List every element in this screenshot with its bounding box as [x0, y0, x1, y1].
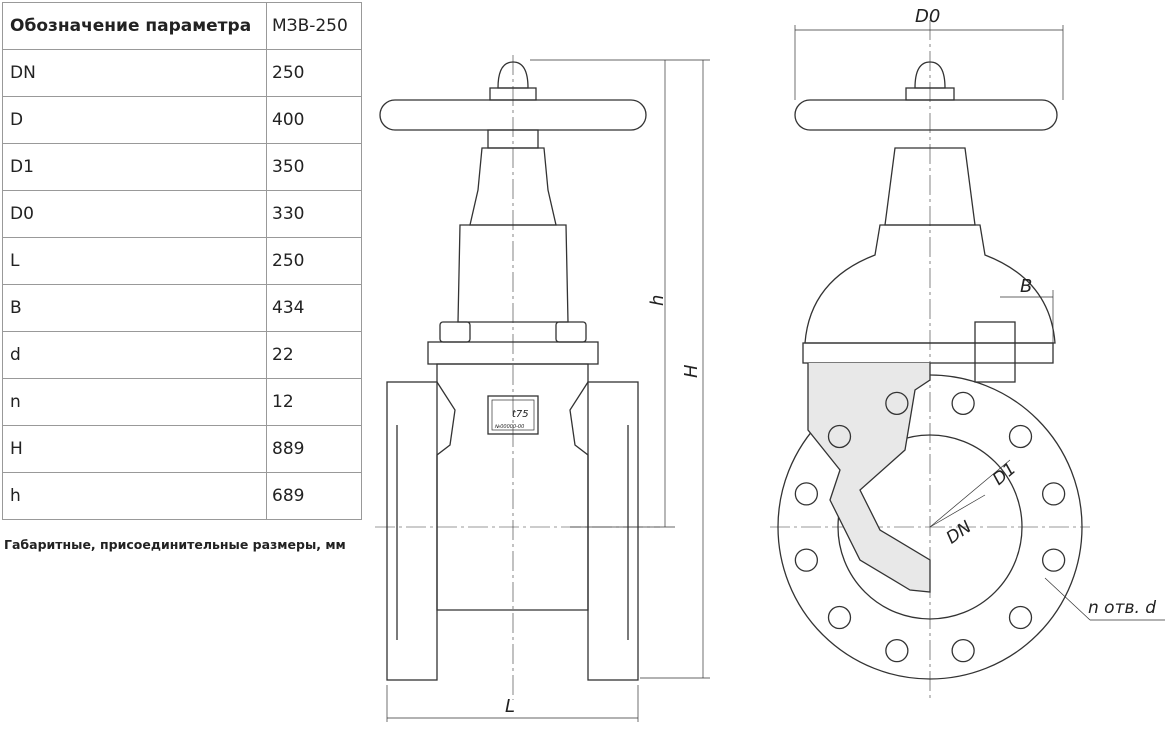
dim-L: L — [505, 696, 515, 717]
value-cell: 689 — [266, 472, 362, 520]
value-cell: 22 — [266, 331, 362, 379]
bolt-hole — [951, 638, 975, 663]
bolt-holes — [794, 391, 1066, 663]
dim-D0: D0 — [915, 6, 940, 27]
bolt-hole — [1008, 605, 1033, 630]
bolt-hole — [885, 638, 909, 663]
dim-H: H — [681, 364, 702, 378]
bolt-hole — [1008, 424, 1033, 449]
front-view: t75 №00000-00 h H L — [375, 55, 710, 722]
param-cell: B — [2, 284, 267, 332]
dim-DN: DN — [943, 517, 976, 548]
value-cell: 250 — [266, 49, 362, 97]
bolt-hole — [827, 605, 852, 630]
param-cell: D0 — [2, 190, 267, 238]
left-flange — [386, 381, 438, 681]
value-cell: 400 — [266, 96, 362, 144]
param-cell: L — [2, 237, 267, 285]
dim-D1: D1 — [989, 459, 1020, 490]
nameplate — [487, 395, 539, 435]
stem-cap — [497, 61, 529, 89]
bolt-hole — [1041, 482, 1066, 506]
value-cell: 434 — [266, 284, 362, 332]
side-view: D0 B D1 DN n отв. d — [770, 6, 1165, 700]
plate-serial: №00000-00 — [494, 424, 524, 430]
right-flange — [587, 381, 639, 681]
bolt-hole — [951, 391, 975, 416]
value-cell: 330 — [266, 190, 362, 238]
bolt-hole — [794, 482, 819, 506]
header-param: Обозначение параметра — [2, 2, 267, 50]
plate-pressure: t75 — [512, 409, 529, 420]
table-header-row: Обозначение параметра МЗВ-250 — [2, 2, 362, 50]
param-cell: D1 — [2, 143, 267, 191]
dim-h: h — [647, 295, 668, 306]
value-cell: 250 — [266, 237, 362, 285]
param-cell: d — [2, 331, 267, 379]
param-cell: n — [2, 378, 267, 426]
bolt-hole — [885, 391, 909, 416]
param-cell: h — [2, 472, 267, 520]
value-cell: 350 — [266, 143, 362, 191]
dim-holes: n отв. d — [1088, 598, 1156, 618]
header-value: МЗВ-250 — [266, 2, 362, 50]
bolt-hole — [1041, 548, 1066, 572]
bolt-hole — [794, 548, 819, 572]
bolt-hole — [827, 424, 852, 449]
table-caption: Габаритные, присоединительные размеры, м… — [4, 537, 346, 552]
dim-B: B — [1020, 276, 1032, 297]
